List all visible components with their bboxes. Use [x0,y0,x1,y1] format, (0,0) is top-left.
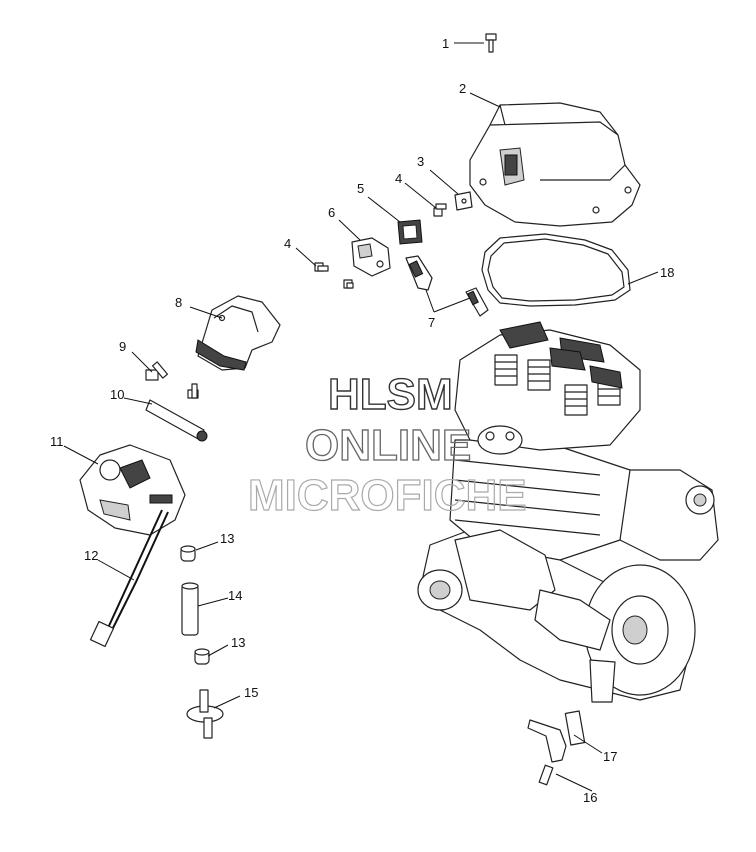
callout-12: 12 [84,548,98,563]
part-valve-cover-2 [469,102,641,227]
part-bolt-4-upper [433,203,447,217]
part-tube-14 [181,582,199,636]
callout-2: 2 [459,81,466,96]
callout-16: 16 [583,790,597,805]
part-bolt-1 [485,33,497,53]
part-bushing-13-lower [194,648,210,665]
callout-13-lower: 13 [231,635,245,650]
part-gasket-5 [397,219,423,245]
callout-17: 17 [603,749,617,764]
callout-4-upper: 4 [395,171,402,186]
watermark-line-3: MICROFICHE [248,471,527,520]
part-bolt-4-lower [314,262,354,289]
callout-18: 18 [660,265,674,280]
callout-6: 6 [328,205,335,220]
callout-3: 3 [417,154,424,169]
callout-10: 10 [110,387,124,402]
part-pin-10 [145,399,208,442]
callout-labels: 1 2 3 4 4 5 6 7 8 9 10 11 12 13 13 14 15… [50,36,674,805]
part-gasket-18 [481,233,631,307]
leader-lines [63,42,659,792]
callout-9: 9 [119,339,126,354]
callout-11: 11 [50,434,64,449]
callout-4-lower: 4 [284,236,291,251]
callout-14: 14 [228,588,242,603]
callout-5: 5 [357,181,364,196]
part-intake-boot-8 [195,295,281,371]
watermark-line-2: ONLINE [305,421,471,470]
callout-15: 15 [244,685,258,700]
part-mount-15 [186,689,224,739]
part-bushing-13-upper [180,545,196,562]
callout-7: 7 [428,315,435,330]
watermark: HLSM ONLINE MICROFICHE [247,369,527,520]
part-fitting-17 [527,710,586,763]
part-sensor-7 [405,255,489,317]
part-bolt-9 [145,361,199,399]
callout-8: 8 [175,295,182,310]
watermark-line-1: HLSM [328,370,453,419]
callout-13-upper: 13 [220,531,234,546]
part-throttle-body-11 [79,444,186,536]
part-engine-assembly [417,321,719,703]
callout-1: 1 [442,36,449,51]
part-cable-12 [89,509,169,648]
part-plate-3 [454,191,473,211]
part-fitting-16 [538,764,554,786]
part-sensor-6 [351,237,391,277]
